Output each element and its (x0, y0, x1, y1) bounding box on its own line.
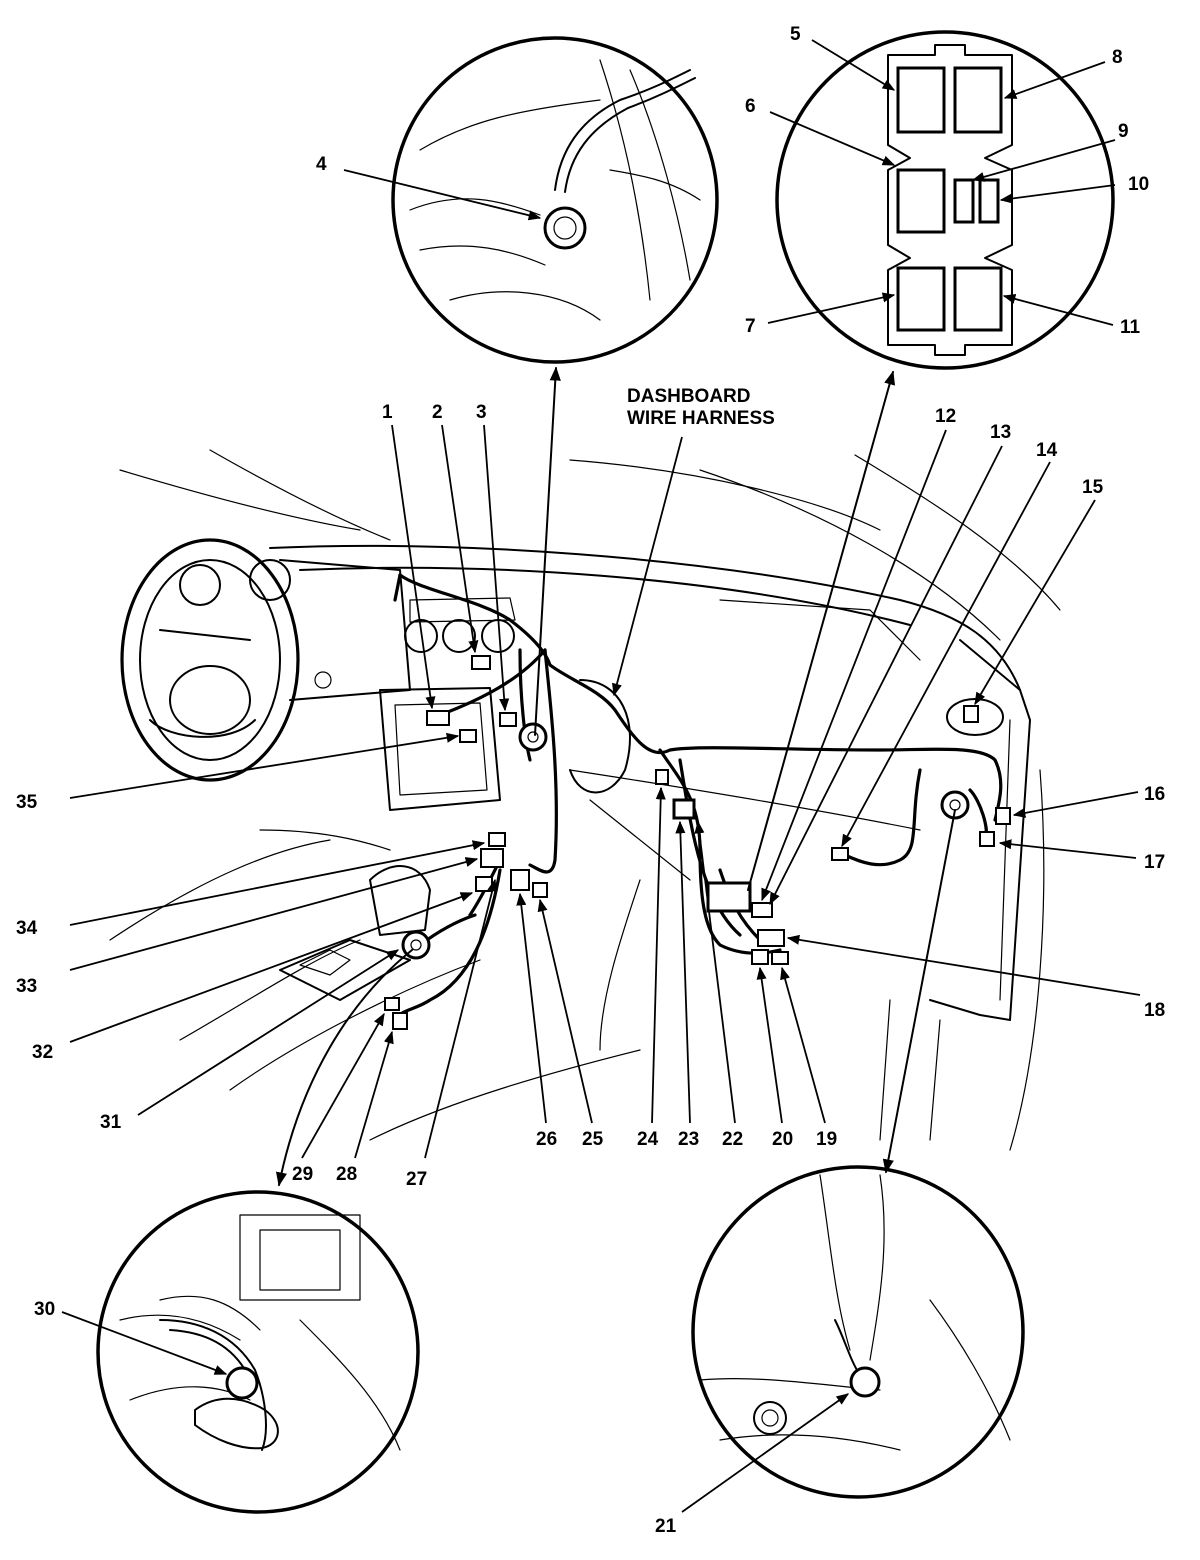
callout-21: 21 (655, 1516, 677, 1537)
callout-5: 5 (790, 24, 801, 45)
steering-wheel (120, 538, 300, 782)
connector-25-icon (532, 882, 548, 898)
ground-ring-b-icon (940, 790, 970, 820)
connector-35-icon (459, 729, 477, 743)
connector-33-icon (480, 848, 504, 868)
callout-26: 26 (536, 1129, 557, 1150)
callout-8: 8 (1112, 47, 1123, 68)
callout-27: 27 (406, 1169, 427, 1190)
callout-11: 11 (1120, 317, 1141, 338)
callout-9: 9 (1118, 121, 1129, 142)
detail-circle-top-left (391, 36, 719, 364)
callout-10: 10 (1128, 174, 1149, 195)
connector-20-icon (751, 949, 769, 965)
callout-numbers: 1 2 3 4 5 6 7 8 9 10 11 12 13 14 15 16 1… (16, 24, 1165, 1537)
callout-20: 20 (772, 1129, 793, 1150)
fuse-9-icon (953, 178, 975, 224)
fuse-10-icon (978, 178, 1000, 224)
connector-32-icon (475, 876, 493, 892)
callout-28: 28 (336, 1164, 357, 1185)
callout-25: 25 (582, 1129, 604, 1150)
callout-29: 29 (292, 1164, 313, 1185)
connector-18-icon (757, 929, 785, 947)
connector-23-icon (672, 798, 696, 820)
callout-22: 22 (722, 1129, 743, 1150)
callout-18: 18 (1144, 1000, 1165, 1021)
callout-12: 12 (935, 406, 956, 427)
callout-16: 16 (1144, 784, 1165, 805)
relay-6-icon (896, 168, 946, 234)
connector-12-icon (751, 902, 773, 918)
connector-3-icon (499, 712, 517, 727)
connector-34-icon (488, 832, 506, 847)
callout-14: 14 (1036, 440, 1058, 461)
callout-32: 32 (32, 1042, 53, 1063)
harness-connectors (384, 655, 1011, 1030)
connector-14-icon (831, 847, 849, 861)
callout-1: 1 (382, 402, 393, 423)
callout-13: 13 (990, 422, 1011, 443)
relay-7-icon (896, 266, 946, 332)
switch-21-icon (849, 1366, 881, 1398)
callout-23: 23 (678, 1129, 699, 1150)
callout-2: 2 (432, 402, 443, 423)
detail-circle-bottom-right (691, 1165, 1025, 1499)
callout-7: 7 (745, 316, 756, 337)
callout-35: 35 (16, 792, 38, 813)
connector-30-icon (225, 1366, 259, 1400)
dashboard-wire-harness (393, 573, 1003, 1022)
connector-29-icon (384, 997, 400, 1011)
relay-8-icon (953, 66, 1003, 134)
ground-points (401, 722, 970, 960)
harness-label: DASHBOARD WIRE HARNESS (627, 386, 775, 429)
callout-17: 17 (1144, 852, 1165, 873)
detail-circle-top-right (775, 30, 1115, 370)
connector-26-icon (510, 869, 530, 891)
ground-ring-a-icon (518, 722, 548, 752)
callout-30: 30 (34, 1299, 55, 1320)
connector-15-icon (963, 705, 979, 723)
callout-19: 19 (816, 1129, 837, 1150)
connector-24-icon (655, 769, 669, 785)
callout-31: 31 (100, 1112, 122, 1133)
relay-5-icon (896, 66, 946, 134)
callout-24: 24 (637, 1129, 659, 1150)
callout-4: 4 (316, 154, 327, 175)
detail-arrows (275, 366, 956, 1187)
callout-3: 3 (476, 402, 487, 423)
callout-6: 6 (745, 96, 756, 117)
detail-circle-bottom-left (96, 1190, 420, 1514)
callout-33: 33 (16, 976, 37, 997)
dashboard-illustration (109, 449, 1061, 1151)
connector-19-icon (771, 951, 789, 965)
relay-11-icon (953, 266, 1003, 332)
connector-16-icon (995, 807, 1011, 825)
connector-28-icon (392, 1012, 408, 1030)
harness-label-line1: DASHBOARD (627, 386, 751, 407)
callout-15: 15 (1082, 477, 1104, 498)
connector-4-icon (543, 206, 587, 250)
callout-34: 34 (16, 918, 38, 939)
connector-17-icon (979, 831, 995, 847)
harness-label-line2: WIRE HARNESS (627, 408, 775, 429)
connector-1-icon (426, 710, 450, 726)
connector-22-icon (706, 881, 752, 913)
connector-2-icon (471, 655, 491, 670)
leader-lines (61, 39, 1141, 1513)
